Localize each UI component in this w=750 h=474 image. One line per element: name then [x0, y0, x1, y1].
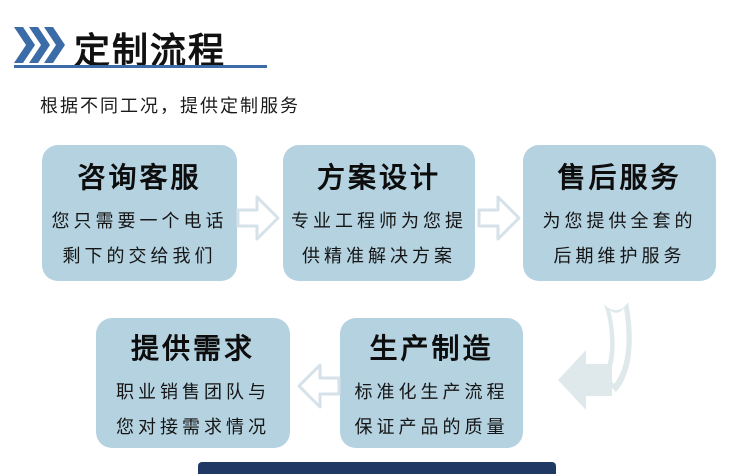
step-description: 职业销售团队与 您对接需求情况 — [116, 382, 270, 437]
step-title: 咨询客服 — [77, 162, 202, 193]
step-box-consult: 咨询客服 您只需要一个电话 剩下的交给我们 — [42, 145, 237, 281]
hollow-arrow-left-icon — [297, 363, 341, 409]
step-title: 提供需求 — [130, 333, 255, 364]
step-description: 专业工程师为您提 供精准解决方案 — [291, 211, 467, 266]
step-box-design: 方案设计 专业工程师为您提 供精准解决方案 — [283, 145, 475, 281]
section-title: 定制流程 — [74, 30, 227, 71]
step-description: 您只需要一个电话 剩下的交给我们 — [51, 211, 228, 266]
step-description: 为您提供全套的 后期维护服务 — [542, 211, 697, 266]
step-box-production: 生产制造 标准化生产流程 保证产品的质量 — [340, 318, 523, 448]
hollow-arrow-right-icon — [477, 195, 521, 241]
step-box-requirements: 提供需求 职业销售团队与 您对接需求情况 — [96, 318, 290, 448]
title-underline — [14, 65, 267, 68]
triple-chevron-right-icon — [14, 27, 65, 63]
step-box-aftersale: 售后服务 为您提供全套的 后期维护服务 — [523, 145, 716, 281]
step-title: 方案设计 — [316, 162, 441, 193]
step-description: 标准化生产流程 保证产品的质量 — [354, 382, 509, 437]
step-title: 售后服务 — [557, 162, 682, 193]
step-title: 生产制造 — [369, 333, 494, 364]
ribbon-arrow-down-left-icon — [558, 302, 632, 410]
section-subtitle: 根据不同工况，提供定制服务 — [40, 96, 300, 116]
next-section-header-bar — [198, 462, 556, 474]
hollow-arrow-right-icon — [236, 195, 280, 241]
